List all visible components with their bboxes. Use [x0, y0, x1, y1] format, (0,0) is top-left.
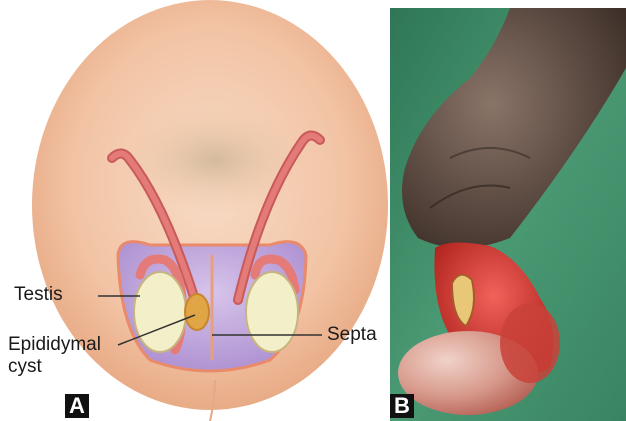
photo-panel-b: B — [390, 8, 626, 421]
scrotum-illustration — [0, 0, 390, 421]
label-testis: Testis — [14, 285, 63, 305]
panel-letter-a: A — [65, 394, 89, 418]
label-septa: Septa — [327, 325, 377, 345]
left-testis — [134, 272, 186, 352]
panel-letter-b: B — [390, 394, 414, 418]
label-epididymal: Epididymal — [8, 335, 101, 355]
epididymal-cyst — [185, 294, 209, 330]
right-testis — [246, 272, 298, 352]
pubic-hair — [120, 105, 310, 215]
surgical-photo — [390, 8, 626, 421]
label-cyst: cyst — [8, 357, 42, 377]
illustration-panel-a: Testis Epididymal cyst Septa A — [0, 0, 390, 421]
